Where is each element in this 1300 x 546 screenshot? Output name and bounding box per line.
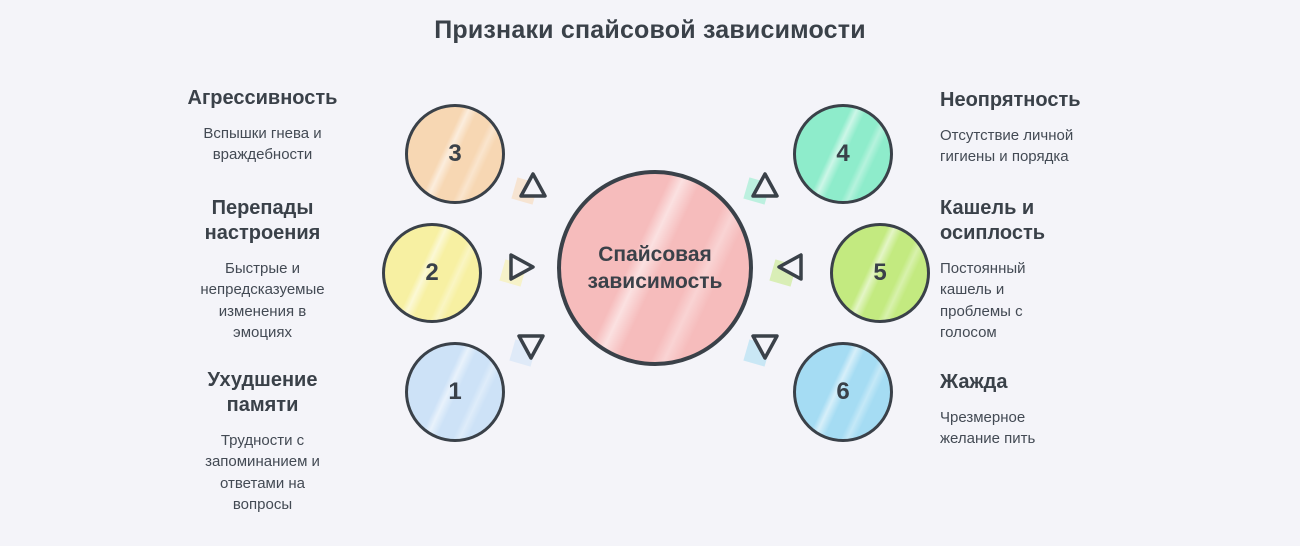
sign-number: 1 bbox=[448, 378, 462, 405]
arrow-up-icon bbox=[743, 168, 782, 205]
arrow-triangle bbox=[751, 172, 779, 198]
center-label: Спайсовая зависимость bbox=[587, 242, 723, 293]
arrow-triangle bbox=[517, 334, 545, 360]
sign-text-memory: Ухудшение памяти Трудности с запоминание… bbox=[155, 368, 370, 515]
sign-label: Жажда bbox=[940, 371, 1008, 393]
arrow-triangle bbox=[777, 253, 803, 281]
sign-text-thirst: Жажда Чрезмерное желание пить bbox=[940, 370, 1155, 450]
arrow-right-icon bbox=[499, 250, 538, 287]
sign-text-mood-swings: Перепады настроения Быстрые и непредсказ… bbox=[155, 196, 370, 343]
sign-number: 2 bbox=[425, 259, 439, 286]
arrow-triangle bbox=[751, 334, 779, 360]
sign-circle-1: 1 bbox=[405, 342, 505, 442]
sign-description: Чрезмерное желание пить bbox=[940, 409, 1036, 448]
sign-description: Трудности с запоминанием и ответами на в… bbox=[205, 432, 320, 513]
sign-circle-3: 3 bbox=[405, 104, 505, 204]
sign-label: Неопрятность bbox=[940, 89, 1081, 111]
sign-label: Агрессивность bbox=[187, 87, 338, 109]
sign-circle-2: 2 bbox=[382, 223, 482, 323]
sign-number: 5 bbox=[873, 259, 887, 286]
arrow-triangle bbox=[509, 253, 535, 281]
sign-circle-5: 5 bbox=[830, 223, 930, 323]
sign-label: Перепады настроения bbox=[204, 197, 321, 244]
sign-circle-4: 4 bbox=[793, 104, 893, 204]
sign-circle-6: 6 bbox=[793, 342, 893, 442]
sign-text-cough: Кашель и осиплость Постоянный кашель и п… bbox=[940, 196, 1155, 343]
arrow-up-icon bbox=[511, 168, 550, 205]
sign-description: Постоянный кашель и проблемы с голосом bbox=[940, 260, 1026, 341]
arrow-down-icon bbox=[509, 330, 548, 367]
sign-text-untidiness: Неопрятность Отсутствие личной гигиены и… bbox=[940, 88, 1155, 168]
sign-description: Отсутствие личной гигиены и порядка bbox=[940, 127, 1074, 166]
sign-number: 6 bbox=[836, 378, 850, 405]
sign-number: 4 bbox=[836, 140, 850, 167]
sign-text-aggressiveness: Агрессивность Вспышки гнева и враждебнос… bbox=[155, 86, 370, 166]
center-node: Спайсовая зависимость bbox=[557, 170, 753, 366]
sign-description: Вспышки гнева и враждебности bbox=[203, 125, 322, 164]
sign-label: Ухудшение памяти bbox=[207, 369, 318, 416]
arrow-down-icon bbox=[743, 330, 782, 367]
arrow-left-icon bbox=[769, 250, 808, 287]
page-title: Признаки спайсовой зависимости bbox=[434, 16, 866, 44]
sign-description: Быстрые и непредсказуемые изменения в эм… bbox=[200, 260, 325, 341]
sign-label: Кашель и осиплость bbox=[940, 197, 1046, 244]
sign-number: 3 bbox=[448, 140, 462, 167]
arrow-triangle bbox=[519, 172, 547, 198]
